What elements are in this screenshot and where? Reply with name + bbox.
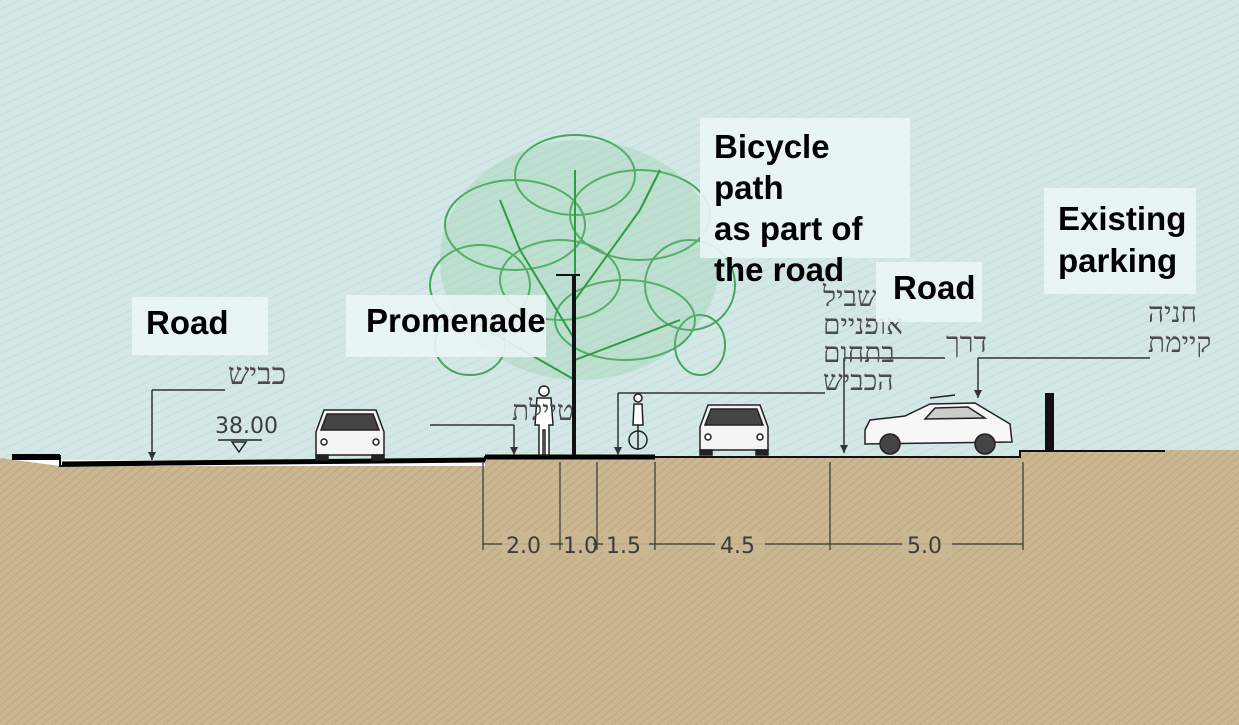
ground-section [0,450,1239,725]
bollard [1045,393,1054,451]
cyclist-figure [628,393,648,450]
dimension-1-5: 1.5 [606,534,641,559]
dimension-4-5: 4.5 [720,534,755,559]
label-promenade-text: Promenade [366,302,546,339]
dimension-labels: 2.0 1.0 1.5 4.5 5.0 [502,532,952,559]
label-road-right: Road [876,262,982,322]
label-existing-parking: Existing parking [1044,188,1196,294]
label-promenade: Promenade [346,295,546,357]
elevation-marker: 38.00 [215,414,278,454]
label-bicycle-path-line2: as part of [714,210,863,247]
label-bicycle-path: Bicycle path as part of the road [700,118,910,288]
label-existing-parking-line1: Existing [1058,200,1187,237]
pedestrian-figure [534,385,554,456]
hebrew-bicycle-4: הכביש [823,364,893,397]
hebrew-parking-2: קיימת [1148,326,1211,359]
car-front-left [315,409,385,461]
sky-background [0,0,1239,460]
hebrew-promenade: טיילת [512,394,574,427]
label-road-right-text: Road [893,269,976,306]
hebrew-annotations: כביש טיילת שביל אופניים בתחום הכביש דרך … [228,280,1211,427]
hebrew-bicycle-1: שביל [822,280,877,313]
label-bicycle-path-line1: Bicycle path [714,128,830,206]
hebrew-bicycle-3: בתחום [823,336,895,369]
label-road-left: Road [132,297,268,355]
label-bicycle-path-line3: the road [714,251,845,288]
hebrew-road-right: דרך [946,326,987,359]
dimension-1-0: 1.0 [563,534,598,559]
car-front-right [699,404,769,456]
hebrew-parking-1: חניה [1148,296,1197,329]
car-side-parked [864,394,1013,455]
elevation-value: 38.00 [215,414,278,439]
label-road-left-text: Road [146,304,229,341]
dimension-5-0: 5.0 [907,534,942,559]
hebrew-road-left: כביש [228,357,286,392]
label-existing-parking-line2: parking [1058,242,1178,279]
dimension-2-0: 2.0 [506,534,541,559]
